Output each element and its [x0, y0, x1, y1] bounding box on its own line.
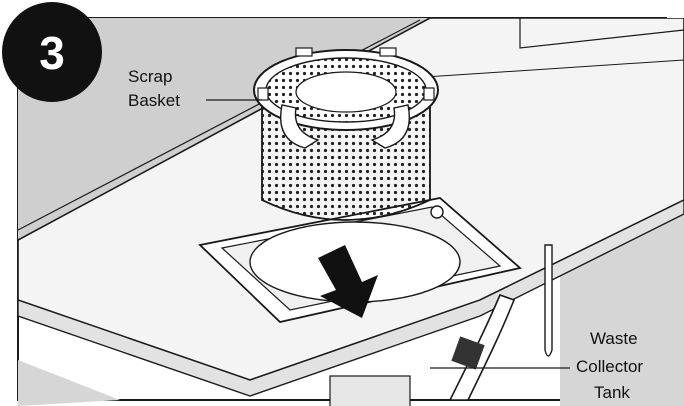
scrap-basket: [253, 47, 439, 221]
hose-coupling: [451, 336, 485, 370]
drain-pipe: [544, 244, 553, 357]
waste-tank-label-line1: Waste: [590, 329, 638, 348]
waste-tank-label-line2: Collector: [576, 357, 643, 376]
waste-tank-label-line3: Tank: [594, 383, 630, 402]
counter-front-edge: [18, 199, 684, 397]
scrap-basket-label-line1: Scrap: [128, 67, 172, 86]
waste-tank-body: [329, 375, 411, 406]
cabinet-left: [18, 360, 120, 406]
step-number: 3: [39, 27, 65, 79]
step-badge: 3: [2, 2, 102, 102]
scrap-basket-label-line2: Basket: [128, 91, 180, 110]
down-arrow-icon: [318, 245, 378, 318]
sink-knob: [430, 205, 444, 219]
